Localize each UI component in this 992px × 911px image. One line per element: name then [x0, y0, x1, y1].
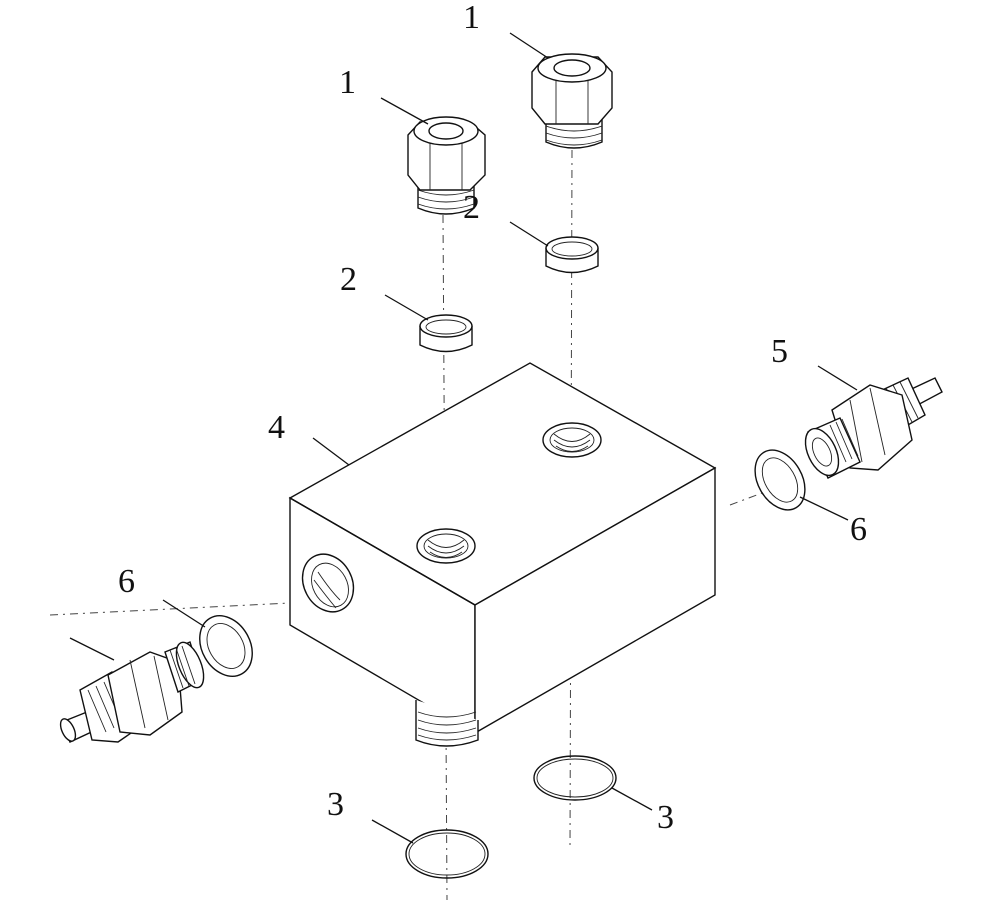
- leader-lines: [69, 32, 858, 844]
- washer-right: [754, 449, 806, 511]
- callout-6a: 6: [118, 563, 135, 600]
- hex-fitting-right: [531, 53, 613, 149]
- pressure-switch-left: [59, 641, 205, 743]
- callout-3b: 3: [657, 799, 674, 836]
- manifold-block: [288, 362, 717, 747]
- sleeve-right: [545, 236, 599, 274]
- sleeve-left: [419, 314, 473, 353]
- callout-4: 4: [268, 409, 285, 446]
- callout-1a: 1: [339, 64, 356, 101]
- callout-5: 5: [771, 333, 788, 370]
- hex-fitting-left: [407, 116, 486, 215]
- callout-6b: 6: [850, 511, 867, 548]
- callout-3a: 3: [327, 786, 344, 823]
- washer-left: [199, 615, 253, 677]
- o-ring-left: [405, 829, 489, 879]
- callouts: 1 1 2 2 3 3 4 5 6 6: [118, 0, 867, 836]
- callout-2b: 2: [463, 189, 480, 226]
- callout-1b: 1: [463, 0, 480, 36]
- pressure-switch-right: [804, 377, 943, 479]
- o-ring-right: [533, 755, 617, 801]
- callout-2a: 2: [340, 261, 357, 298]
